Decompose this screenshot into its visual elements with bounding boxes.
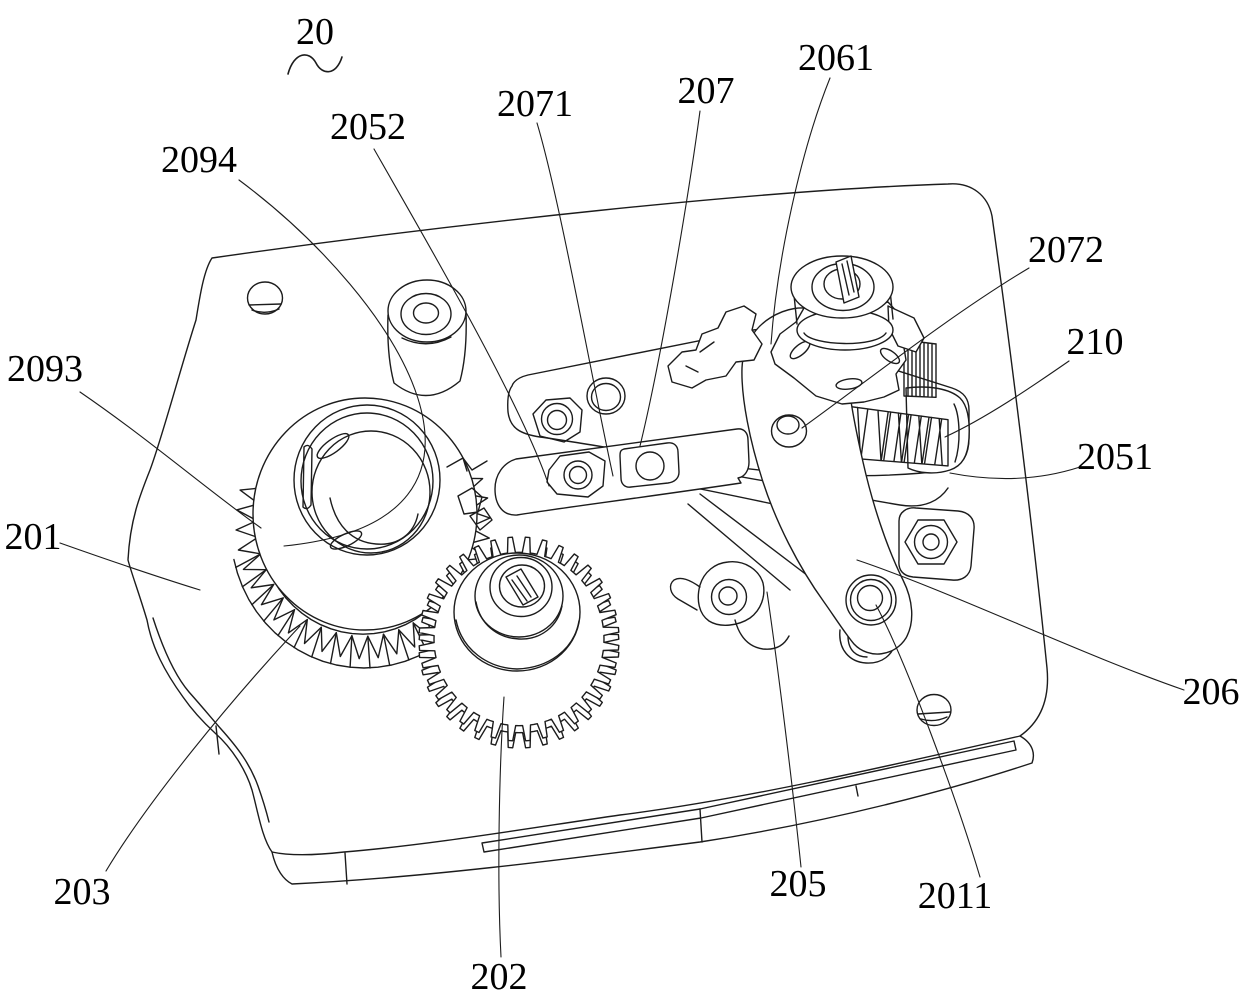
pin-2072-top xyxy=(776,415,800,435)
pawl-body xyxy=(667,305,763,389)
leader-lines xyxy=(59,77,1185,958)
pawl-2061 xyxy=(667,305,763,389)
gear-screw-inner xyxy=(498,564,546,608)
bolt-slot-lines xyxy=(841,260,855,296)
bracket-pivot-inner xyxy=(718,586,738,606)
rail-round-hole xyxy=(586,377,626,415)
label-207: 207 xyxy=(678,70,735,112)
leader-201 xyxy=(59,542,201,591)
leader-203 xyxy=(105,625,301,872)
bar-right-pad xyxy=(619,442,680,488)
rail-hex-hole xyxy=(532,397,583,443)
post-base-arc xyxy=(401,336,452,345)
rail-base-lines xyxy=(687,493,821,591)
lever-pivot-outer xyxy=(845,574,897,626)
leader-207 xyxy=(639,110,701,447)
knob-skirt xyxy=(252,397,478,631)
leader-205 xyxy=(766,591,802,868)
label-203: 203 xyxy=(54,871,111,913)
star-bolt xyxy=(770,255,937,405)
hex-tab xyxy=(898,507,975,581)
bolt-neck-inner xyxy=(803,332,887,345)
gear-202 xyxy=(418,536,620,749)
knob-bore xyxy=(311,430,431,554)
labels: 20 2094 2052 2071 207 2061 2072 210 2051 206 201 20… xyxy=(5,11,1239,998)
label-2072: 2072 xyxy=(1028,229,1104,271)
gear-boss-depth xyxy=(475,601,563,640)
leader-2094 xyxy=(238,179,426,547)
hex-screw xyxy=(898,507,975,581)
label-2061: 2061 xyxy=(798,37,874,79)
hex-head xyxy=(904,519,958,565)
bracket-pivot-outer xyxy=(710,578,748,616)
knob-bore-bottom xyxy=(329,497,419,545)
knob-keyway xyxy=(302,444,313,510)
bracket-lobe xyxy=(734,619,790,650)
bracket-205 xyxy=(669,561,790,650)
leader-2011 xyxy=(875,604,981,878)
lever-pivot-inner xyxy=(856,584,884,612)
gear-screw-slot-lines xyxy=(511,575,532,602)
plate-left-inner-edge xyxy=(152,617,270,823)
leader-202 xyxy=(498,696,505,958)
label-205: 205 xyxy=(770,863,827,905)
leader-2093 xyxy=(79,391,262,529)
leader-2072 xyxy=(801,267,1030,429)
knob-rim-outer xyxy=(293,404,441,556)
spring-seat-2051 xyxy=(905,386,970,474)
plate-hole-bottom-right xyxy=(916,693,952,727)
label-2051: 2051 xyxy=(1077,436,1153,478)
post-hole xyxy=(412,302,440,324)
label-206: 206 xyxy=(1183,671,1239,713)
pin-2072-outer xyxy=(770,414,808,448)
label-2094: 2094 xyxy=(161,139,237,181)
label-2093: 2093 xyxy=(7,348,83,390)
numbering-tilde xyxy=(287,54,343,75)
seat-cap xyxy=(905,386,970,474)
star-slot-right xyxy=(879,347,901,365)
gear-flange-depth xyxy=(455,619,580,670)
leader-2061 xyxy=(770,77,831,345)
slide-bar xyxy=(494,428,750,516)
label-202: 202 xyxy=(471,956,528,998)
post-top xyxy=(387,279,467,343)
label-2011: 2011 xyxy=(918,875,993,917)
label-2071: 2071 xyxy=(497,83,573,125)
plate-side-bottom-edge xyxy=(271,735,1035,885)
knob-detent xyxy=(457,487,493,531)
bar-left-pad xyxy=(546,451,606,498)
pawl-lines xyxy=(685,341,715,373)
star-slot-bottom xyxy=(835,378,863,390)
plate-side-seam xyxy=(215,725,703,885)
guide-post xyxy=(387,279,467,397)
leader-2052 xyxy=(373,148,550,487)
knob-rim-notch xyxy=(446,457,488,472)
label-2052: 2052 xyxy=(330,106,406,148)
plate-hole-top-left xyxy=(246,281,284,315)
leader-206 xyxy=(856,559,1185,691)
label-201: 201 xyxy=(5,516,62,558)
knob-sliver-top xyxy=(316,432,350,460)
label-20: 20 xyxy=(296,11,334,53)
leader-2051 xyxy=(949,466,1081,480)
bracket-body xyxy=(697,561,765,626)
hex-circle-inner xyxy=(922,533,940,551)
bracket-wing xyxy=(669,577,701,611)
leader-2071 xyxy=(536,122,614,477)
leader-210 xyxy=(944,360,1070,438)
lever-pivot-mid xyxy=(849,578,893,622)
post-ring xyxy=(400,292,452,336)
label-210: 210 xyxy=(1067,321,1124,363)
plate-step-strip xyxy=(481,740,1017,853)
knob-rim-inner xyxy=(300,412,434,550)
hex-circle-outer xyxy=(913,524,949,560)
